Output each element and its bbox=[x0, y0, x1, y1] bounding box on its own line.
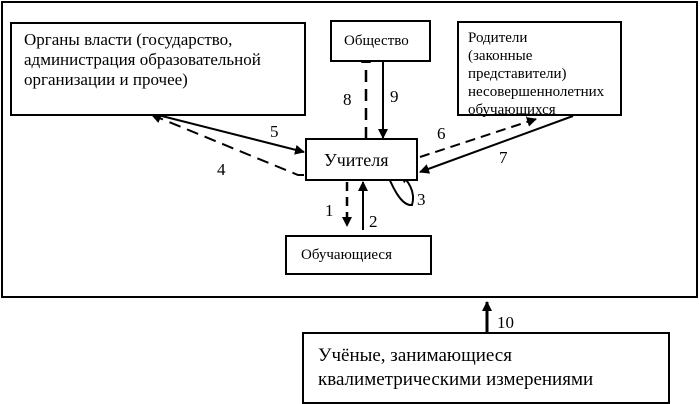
node-scientists-label: Учёные, занимающиеся квалиметрическими и… bbox=[318, 345, 594, 390]
edge-label-2: 2 bbox=[369, 212, 378, 231]
edge-label-4: 4 bbox=[217, 160, 226, 179]
edge-label-5: 5 bbox=[270, 122, 279, 141]
edge-7 bbox=[419, 115, 574, 174]
node-authorities: Органы власти (государство, администраци… bbox=[10, 22, 306, 116]
edge-label-3: 3 bbox=[417, 190, 426, 209]
node-parents: Родители (законные представители) несове… bbox=[457, 21, 622, 118]
node-society: Общество bbox=[330, 20, 431, 62]
edge-label-9: 9 bbox=[390, 87, 399, 106]
node-students: Обучающиеся bbox=[285, 235, 432, 275]
node-teachers-label: Учителя bbox=[324, 150, 389, 170]
node-students-label: Обучающиеся bbox=[301, 247, 392, 263]
node-teachers: Учителя bbox=[305, 138, 418, 181]
edge-label-1: 1 bbox=[325, 201, 334, 220]
edge-4 bbox=[151, 113, 304, 176]
edge-label-6: 6 bbox=[437, 124, 446, 143]
edge-label-8: 8 bbox=[343, 90, 352, 109]
node-society-label: Общество bbox=[344, 33, 409, 49]
node-scientists: Учёные, занимающиеся квалиметрическими и… bbox=[302, 332, 670, 404]
edge-5 bbox=[149, 112, 305, 155]
edge-6 bbox=[419, 117, 537, 158]
edge-label-7: 7 bbox=[499, 148, 508, 167]
edge-label-10: 10 bbox=[497, 313, 514, 332]
node-authorities-label: Органы власти (государство, администраци… bbox=[24, 30, 261, 89]
node-parents-label: Родители (законные представители) несове… bbox=[468, 30, 605, 118]
system-frame bbox=[1, 1, 698, 298]
